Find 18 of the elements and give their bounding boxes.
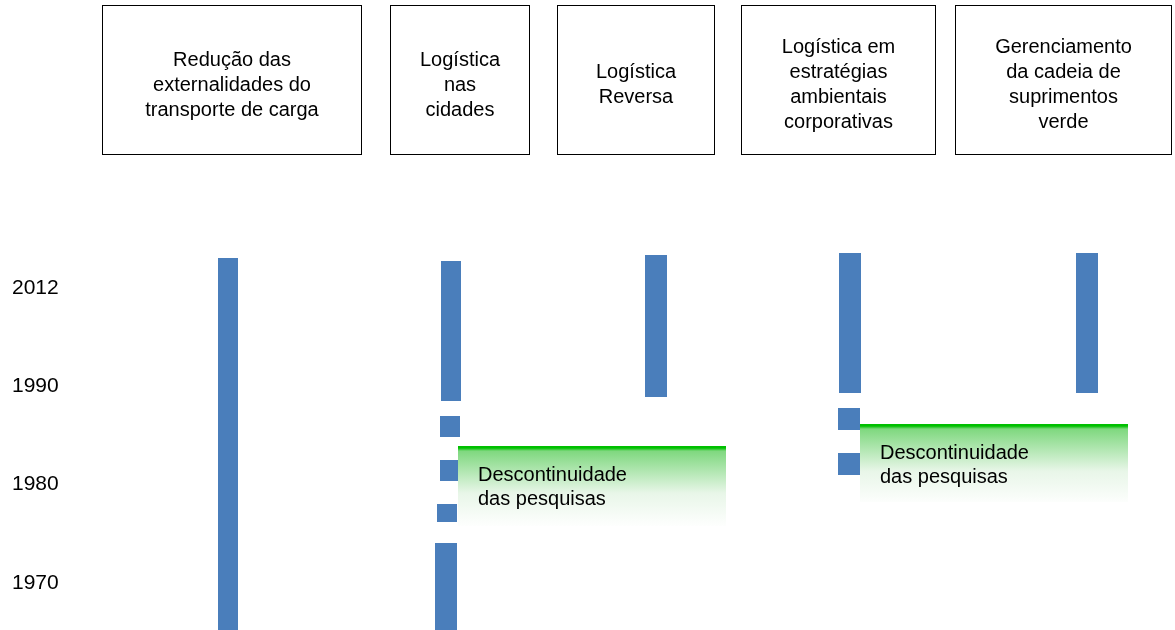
year-label: 1990 bbox=[12, 373, 59, 397]
topic-text: Logística em estratégias ambientais corporativas bbox=[780, 34, 897, 134]
note-box bbox=[860, 424, 1128, 502]
topic-text: Logística nas cidades bbox=[418, 46, 502, 122]
year-label: 1980 bbox=[12, 471, 59, 495]
topic-text: Gerenciamento da cadeia de suprimentos verde bbox=[994, 34, 1133, 134]
topic-box bbox=[557, 5, 715, 155]
topic-text: Logística Reversa bbox=[594, 59, 678, 109]
topic-text: Redução das externalidades do transporte de carga bbox=[144, 46, 320, 122]
note-text: Descontinuidade das pesquisas bbox=[478, 463, 627, 509]
year-label: 2012 bbox=[12, 275, 59, 299]
year-label: 1970 bbox=[12, 570, 59, 594]
note-box bbox=[458, 446, 726, 526]
topic-box bbox=[741, 5, 936, 155]
note-text: Descontinuidade das pesquisas bbox=[880, 441, 1029, 487]
topic-box bbox=[955, 5, 1172, 155]
topic-box bbox=[102, 5, 362, 155]
topic-box bbox=[390, 5, 530, 155]
